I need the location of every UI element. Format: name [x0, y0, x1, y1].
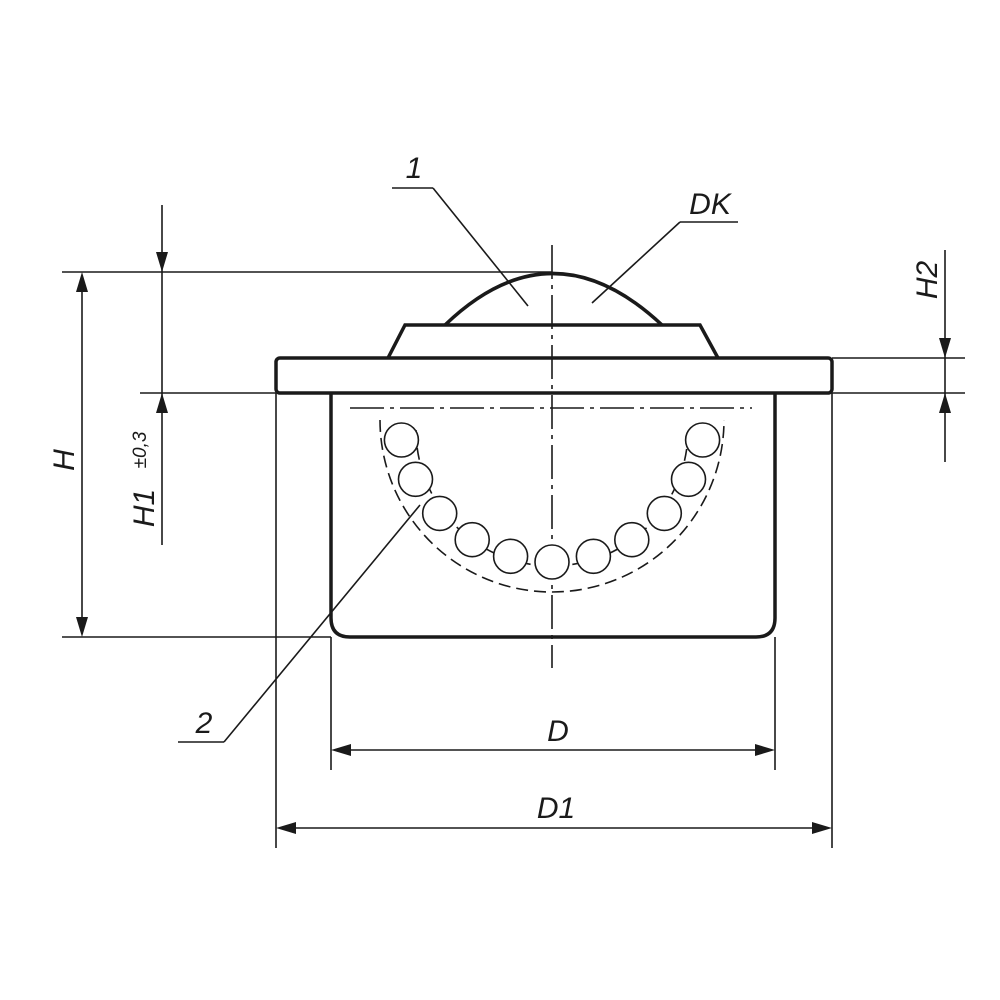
arrow-d1-left	[276, 822, 296, 834]
label-h1: H1	[128, 489, 161, 527]
dimension-d1: D1	[276, 792, 832, 834]
housing-body	[329, 393, 777, 639]
arrow-d-right	[755, 744, 775, 756]
unit-outline	[274, 271, 834, 639]
flange-plate	[274, 356, 834, 395]
callout-2: 2	[178, 504, 421, 743]
label-h: H	[48, 449, 81, 471]
label-d1: D1	[537, 792, 575, 825]
extension-lines	[62, 271, 965, 848]
dimension-d: D	[331, 715, 775, 756]
label-d: D	[547, 715, 569, 748]
label-part-1: 1	[406, 152, 423, 185]
support-ball	[383, 422, 420, 458]
dimension-h1: H1 ±0,3	[128, 205, 168, 545]
support-ball	[534, 544, 570, 580]
callout-1: 1	[392, 152, 529, 307]
dimension-h2: H2	[911, 250, 951, 462]
support-ball	[684, 422, 721, 458]
main-ball	[443, 271, 664, 327]
arrow-h-bottom	[76, 617, 88, 637]
label-dk: DK	[689, 188, 733, 221]
arrow-h1-top	[156, 252, 168, 272]
bearing-race-outer	[379, 419, 725, 593]
bearing-race-inner	[415, 429, 689, 567]
support-ball	[421, 495, 458, 532]
arrow-h-top	[76, 272, 88, 292]
callout-dk: DK	[591, 188, 738, 304]
arrow-h2-top	[939, 338, 951, 358]
support-ball	[613, 521, 650, 558]
support-ball	[397, 461, 434, 498]
support-ball	[454, 521, 491, 558]
arrow-d1-right	[812, 822, 832, 834]
support-ball	[492, 538, 529, 575]
dimension-h: H	[48, 272, 88, 637]
support-ball	[575, 538, 612, 575]
support-ball	[670, 461, 707, 498]
leader-dk	[591, 221, 681, 304]
arrow-d-left	[331, 744, 351, 756]
label-part-2: 2	[195, 707, 213, 740]
support-ball	[646, 495, 683, 532]
leader-2	[223, 504, 421, 743]
arrow-h2-bottom	[939, 393, 951, 413]
label-h2: H2	[911, 261, 944, 300]
leader-1	[432, 187, 529, 307]
label-h1-tolerance: ±0,3	[130, 431, 151, 468]
arrow-h1-bottom	[156, 393, 168, 413]
cover-ring	[386, 323, 720, 359]
hidden-lines	[350, 245, 752, 668]
support-balls	[383, 422, 721, 580]
